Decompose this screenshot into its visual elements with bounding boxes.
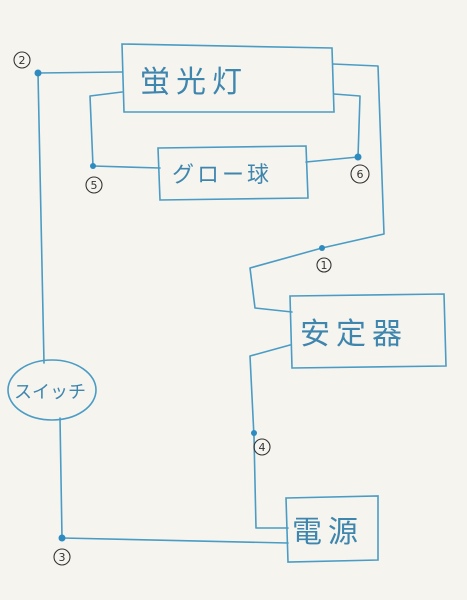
node4-marker: 4	[253, 438, 271, 456]
wire-node3-power	[61, 537, 289, 544]
node1-marker: 1	[316, 257, 332, 273]
wire-ballast-node4	[249, 344, 291, 438]
node2-number: 2	[19, 54, 26, 67]
switch-label: スイッチ	[14, 382, 86, 403]
power-box	[285, 495, 379, 563]
power-component: 電源	[285, 495, 379, 563]
wire-switch-node3	[59, 417, 63, 539]
wire-glow-node6	[305, 156, 359, 163]
node1-dot	[319, 245, 325, 251]
power-label: 電源	[292, 515, 364, 550]
ballast-box	[289, 293, 447, 369]
wire-node2-switch	[37, 72, 45, 364]
node2-marker: 2	[13, 51, 31, 69]
node-markers: 2 5 6 1 4 3	[13, 51, 370, 566]
node5-marker: 5	[85, 176, 103, 194]
lamp-component: 蛍光灯	[121, 43, 335, 113]
node4-number: 4	[259, 441, 266, 454]
node6-number: 6	[357, 168, 364, 181]
ballast-label: 安定器	[300, 317, 408, 352]
glow-label: グロー球	[172, 163, 272, 188]
wire-node5-glow	[92, 165, 161, 169]
wires	[37, 63, 385, 544]
node2-dot	[34, 69, 42, 77]
node6-dot	[354, 153, 362, 161]
glow-component: グロー球	[157, 145, 309, 201]
node4-dot	[251, 430, 257, 436]
lamp-label: 蛍光灯	[140, 65, 248, 100]
switch-ellipse	[7, 359, 97, 421]
wire-lamp-node5	[89, 91, 123, 167]
glow-box	[157, 145, 309, 201]
wire-node2-lamp	[37, 71, 123, 74]
wire-node4-power	[253, 436, 289, 529]
node3-number: 3	[59, 551, 66, 564]
node3-marker: 3	[53, 548, 71, 566]
node5-number: 5	[91, 179, 98, 192]
wire-lamp-node1	[249, 63, 385, 313]
wire-lamp-node6	[333, 93, 361, 158]
junction-dots	[34, 69, 362, 542]
ballast-component: 安定器	[289, 293, 447, 369]
switch-component: スイッチ	[7, 359, 97, 421]
node5-dot	[90, 163, 96, 169]
node3-dot	[58, 534, 66, 542]
node6-marker: 6	[350, 164, 370, 184]
node1-number: 1	[321, 259, 328, 272]
lamp-box	[121, 43, 335, 113]
